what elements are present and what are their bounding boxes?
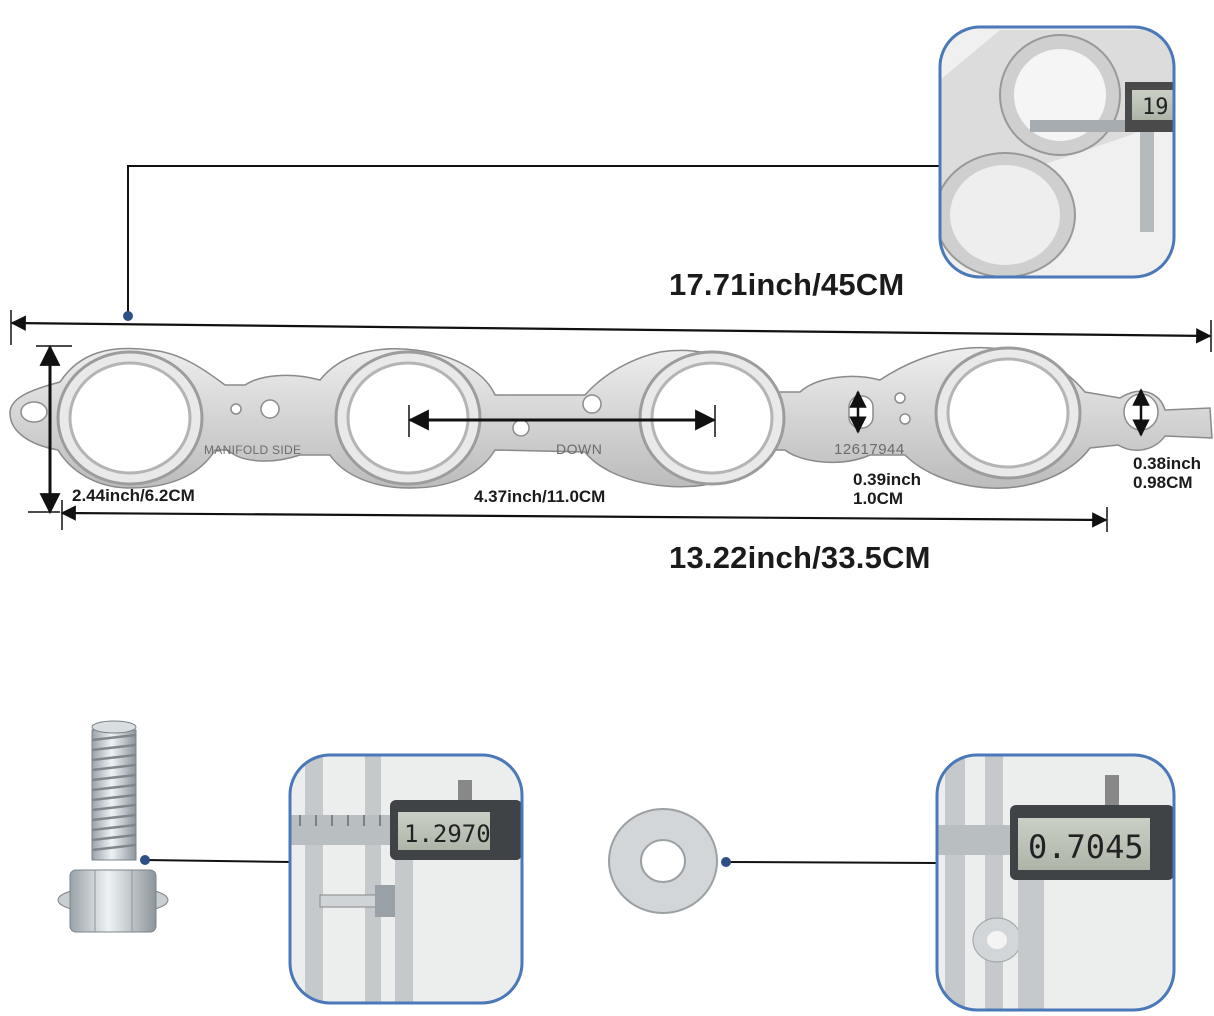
height-label: 2.44inch/6.2CM [72, 486, 195, 505]
bolt-leader [144, 859, 291, 863]
tab-hole-label-cm: 0.98CM [1133, 473, 1193, 492]
exhaust-port [56, 350, 204, 486]
bolt-hole-label-inch: 0.39inch [853, 470, 922, 489]
port-spacing-label: 4.37inch/11.0CM [474, 487, 606, 506]
exhaust-port [334, 350, 482, 486]
bolt-hole-label-cm: 1.0CM [853, 489, 904, 508]
tab-hole-label-inch: 0.38inch [1133, 454, 1202, 473]
washer-leader [725, 861, 938, 864]
gasket-direction-marking: DOWN [556, 441, 603, 457]
overall-length-label: 17.71inch/45CM [669, 267, 905, 302]
tab-hole-label: 0.38inch 0.98CM [1133, 454, 1201, 492]
washer-dot [721, 857, 731, 867]
bolt-caliper-photo: 1.2970 [288, 753, 524, 1005]
exhaust-port [638, 350, 786, 486]
port-span-label: 13.22inch/33.5CM [669, 540, 931, 575]
washer-thickness-readout: 0.7045 [1028, 828, 1144, 866]
port-span-arrow [60, 505, 1108, 528]
overall-length-arrow [10, 315, 1212, 344]
exhaust-gasket [9, 346, 1213, 489]
bolt-length-readout: 1.2970 [404, 820, 491, 848]
exhaust-port [934, 346, 1082, 480]
gasket-side-marking: MANIFOLD SIDE [204, 443, 302, 457]
bolt-hole-label: 0.39inch 1.0CM [853, 470, 921, 508]
gasket-caliper-photo: 19 [938, 25, 1176, 279]
washer-icon [608, 808, 718, 914]
bolt-dot [140, 855, 150, 865]
gasket-thickness-readout: 19 [1142, 95, 1169, 120]
bolt-icon [57, 720, 169, 933]
gasket-part-number: 12617944 [834, 441, 905, 458]
callout-leader [127, 165, 940, 316]
washer-caliper-photo: 0.7045 [935, 753, 1176, 1012]
callout-dot [123, 311, 133, 321]
